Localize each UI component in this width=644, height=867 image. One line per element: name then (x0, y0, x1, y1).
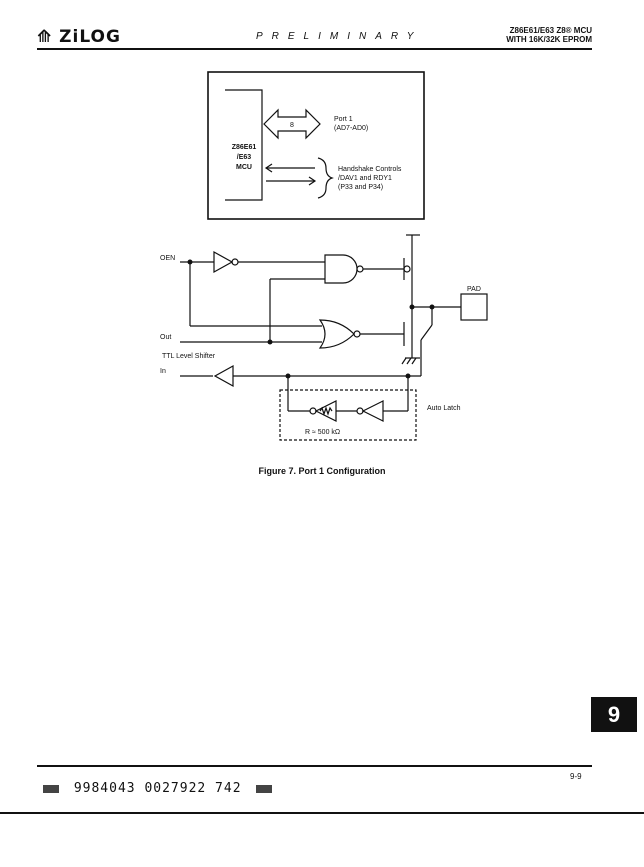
out-label: Out (160, 334, 171, 341)
handshake-label-2: /DAV1 and RDY1 (338, 175, 392, 182)
barcode-line: 9984043 0027922 742 (37, 781, 278, 796)
header-rule (37, 48, 592, 50)
figure-caption: Figure 7. Port 1 Configuration (258, 466, 386, 476)
port-label: Port 1 (334, 116, 353, 123)
pad-label: PAD (467, 286, 481, 293)
handshake-label-3: (P33 and P34) (338, 184, 383, 191)
barcode-left-icon (43, 784, 59, 793)
title-line-1: Z86E61/E63 Z8® MCU (509, 26, 592, 35)
auto-latch-label: Auto Latch (427, 405, 461, 412)
resistor-label: R ≈ 500 kΩ (305, 429, 340, 436)
page-bottom-rule (0, 812, 644, 814)
in-label: In (160, 368, 166, 375)
title-line-2: WITH 16K/32K EPROM (506, 35, 592, 44)
zilog-logo: ⟰ ZiLOG (37, 27, 121, 47)
preliminary-label: PRELIMINARY (256, 31, 423, 42)
page-number: 9-9 (570, 772, 582, 781)
barcode-text: 9984043 0027922 742 (73, 781, 242, 796)
chapter-tab: 9 (591, 697, 637, 732)
port-pins-label: (AD7-AD0) (334, 125, 368, 132)
footer-rule (37, 765, 592, 767)
ttl-shifter-label: TTL Level Shifter (162, 353, 216, 360)
chip-label-3: MCU (236, 164, 252, 171)
barcode-right-icon (256, 784, 273, 793)
chip-label-1: Z86E61 (232, 144, 257, 151)
handshake-label-1: Handshake Controls (338, 166, 402, 173)
bus-width-label: 8 (290, 122, 294, 129)
document-title: Z86E61/E63 Z8® MCU WITH 16K/32K EPROM (506, 26, 592, 44)
chip-label-2: /E63 (237, 154, 252, 161)
oen-label: OEN (160, 255, 175, 262)
logo-mark-icon: ⟰ (37, 27, 53, 47)
logo-text: ZiLOG (59, 27, 121, 47)
